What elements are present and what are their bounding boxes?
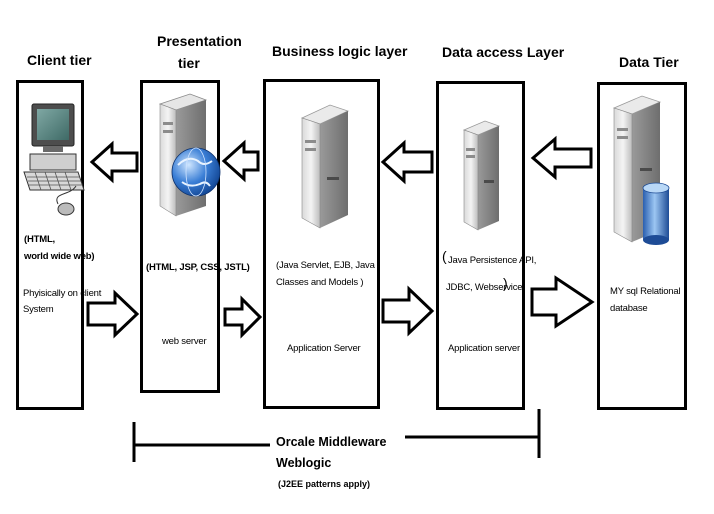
arrow-left-dataaccess-to-business xyxy=(380,139,434,185)
business-layer-title: Business logic layer xyxy=(272,43,408,59)
server-icon xyxy=(462,120,501,231)
middleware-label-line2: Weblogic xyxy=(276,456,332,470)
data-tier-title: Data Tier xyxy=(619,54,679,70)
database-server-icon xyxy=(612,95,670,245)
arrow-left-presentation-to-client xyxy=(89,140,139,184)
arrow-right-client-to-presentation xyxy=(86,289,140,339)
client-location-line2: System xyxy=(23,304,54,315)
desktop-computer-icon xyxy=(23,103,85,216)
arrow-right-business-to-dataaccess xyxy=(381,285,435,337)
arrow-left-business-to-presentation xyxy=(221,139,260,183)
presentation-tier-title-line2: tier xyxy=(178,55,200,71)
client-tech-label-line1: (HTML, xyxy=(24,234,55,245)
presentation-tech-label: (HTML, JSP, CSS, JSTL) xyxy=(146,262,250,273)
middleware-label-line1: Orcale Middleware xyxy=(276,435,387,449)
middleware-bracket xyxy=(132,409,541,462)
client-tech-label-line2: world wide web) xyxy=(24,251,95,262)
business-tech-label-line1: (Java Servlet, EJB, Java xyxy=(276,260,375,271)
data-access-paren-open: ( xyxy=(442,248,447,264)
middleware-note: (J2EE patterns apply) xyxy=(278,479,371,489)
business-layer-box xyxy=(263,79,380,409)
presentation-tier-title-line1: Presentation xyxy=(157,33,242,49)
arrow-left-datatier-to-dataaccess xyxy=(530,135,593,181)
data-access-paren-close: ) xyxy=(503,275,508,291)
data-access-tech-label-line1: Java Persistence API, xyxy=(448,255,537,266)
data-access-server-label: Application server xyxy=(448,343,520,354)
web-server-globe-icon xyxy=(158,93,221,217)
data-tier-db-label-line1: MY sql Relational xyxy=(610,286,681,297)
arrow-right-presentation-to-business xyxy=(223,295,263,339)
arrow-right-dataaccess-to-datatier xyxy=(530,275,595,329)
presentation-server-label: web server xyxy=(162,336,207,347)
business-tech-label-line2: Classes and Models ) xyxy=(276,277,364,288)
data-access-tech-label-line2: JDBC, Webservice xyxy=(446,282,523,293)
data-tier-db-label-line2: database xyxy=(610,303,648,314)
client-tier-title: Client tier xyxy=(27,52,92,68)
business-server-label: Application Server xyxy=(287,343,361,354)
client-location-line1: Phyisically on client xyxy=(23,288,102,299)
data-access-layer-title: Data access Layer xyxy=(442,44,565,60)
server-icon xyxy=(300,104,350,229)
